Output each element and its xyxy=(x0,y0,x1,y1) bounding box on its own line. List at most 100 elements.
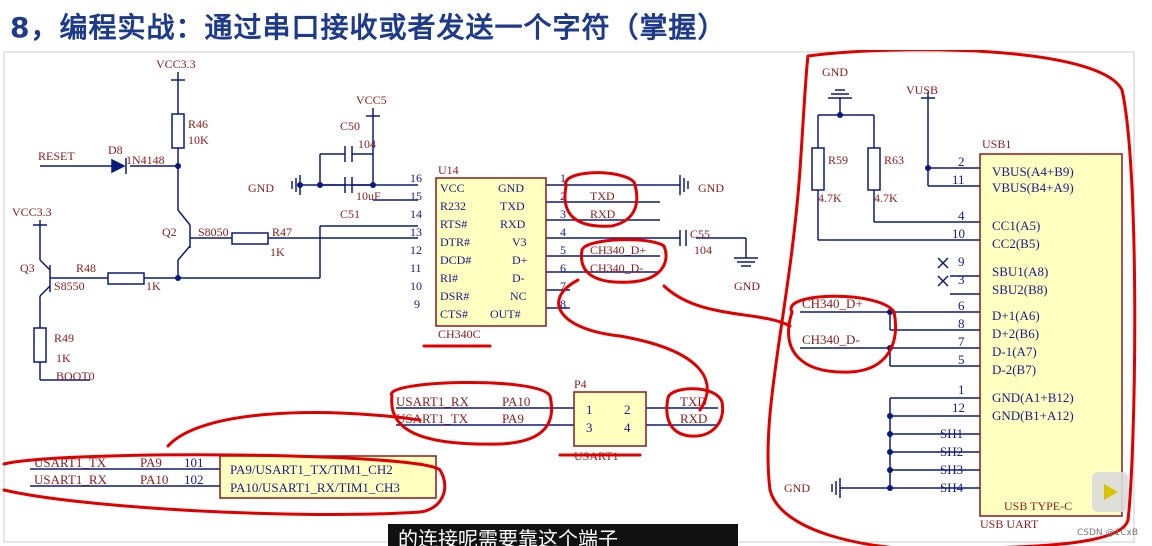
label-c50: C50 xyxy=(340,119,360,133)
annotation-p4-left xyxy=(390,380,554,446)
annotation-link2 xyxy=(662,284,792,328)
usb1-pin-name: VBUS(B4+A9) xyxy=(992,180,1074,195)
label-r47: R47 xyxy=(272,225,292,239)
label-q2: Q2 xyxy=(162,225,177,239)
label-q3: Q3 xyxy=(20,261,35,275)
power-vcc33-b: VCC3.3 xyxy=(12,205,52,219)
label-d8: D8 xyxy=(108,143,123,157)
p4-net-tx: USART1_TX xyxy=(396,411,469,426)
label-c50-val: 104 xyxy=(358,137,376,151)
usb1-pin-name: VBUS(A4+B9) xyxy=(992,164,1074,179)
p4-net-tx-pin: PA9 xyxy=(502,411,524,426)
label-r48: R48 xyxy=(76,261,96,275)
label-r49: R49 xyxy=(54,331,74,345)
p4-pin-4: 4 xyxy=(624,420,631,435)
usb1-net-dp: CH340_D+ xyxy=(802,296,863,311)
mcu-tx-func: PA9/USART1_TX/TIM1_CH2 xyxy=(230,462,393,477)
usb1-pin-name: D+2(B6) xyxy=(992,326,1039,341)
u14-body xyxy=(435,177,547,327)
mcu-pins: USART1_TX PA9 101 USART1_RX PA10 102 PA9… xyxy=(34,455,400,495)
r63-body xyxy=(867,147,881,191)
label-r63-val: 4.7K xyxy=(874,191,898,205)
p4-net-txd: TXD xyxy=(680,394,707,409)
u14-pin-name: NC xyxy=(510,289,527,303)
u14-name: CH340C xyxy=(438,327,481,341)
u14-pin-num: 1 xyxy=(560,171,566,185)
u14-pin-name: V3 xyxy=(512,235,527,249)
usb1-pin-name: SH3 xyxy=(940,462,963,477)
usb1-pin-num: 1 xyxy=(958,382,965,397)
p4-pin-1: 1 xyxy=(586,402,593,417)
r48-body xyxy=(107,272,145,285)
usb1-pins: 2 VBUS(A4+B9) 11 VBUS(B4+A9) 4 CC1(A5) 1… xyxy=(802,154,1074,495)
play-button[interactable] xyxy=(1092,472,1128,512)
annotation-txd-rxd xyxy=(563,171,639,228)
d8-symbol xyxy=(111,158,126,174)
r47-body xyxy=(231,232,269,245)
u14-pin-name: D+ xyxy=(512,253,528,267)
u14-pins: 16 VCC 15 R232 14 RTS# 13 DTR# 12 DCD# 1… xyxy=(410,171,646,321)
label-q2-val: S8050 xyxy=(198,225,229,239)
u14-pin-num: 16 xyxy=(410,171,422,185)
u14-pin-name: RI# xyxy=(440,271,458,285)
p4-ref: P4 xyxy=(574,377,587,391)
label-d8-val: 1N4148 xyxy=(126,153,165,167)
schematic-paper xyxy=(3,51,1135,543)
p4-net-rx-pin: PA10 xyxy=(502,394,530,409)
mcu-tx-port: PA9 xyxy=(140,455,162,470)
label-boot0: BOOT0 xyxy=(56,369,95,383)
usb1-ref: USB1 xyxy=(982,137,1011,151)
usb1-pin-name: CC1(A5) xyxy=(992,218,1040,233)
usb1-pin-num: 4 xyxy=(958,208,965,223)
usb1-pin-name: GND(A1+B12) xyxy=(992,390,1074,405)
power-gnd-left: GND xyxy=(248,181,274,195)
usb1-pin-name: SH2 xyxy=(940,444,963,459)
mcu-rx-num: 102 xyxy=(184,472,204,487)
power-vcc33-a: VCC3.3 xyxy=(156,57,196,71)
r49-body xyxy=(33,327,47,363)
video-subtitle: 的连接呢需要靠这个端子 xyxy=(388,524,738,546)
usb1-caption: USB UART xyxy=(980,517,1039,531)
play-icon xyxy=(1104,484,1118,500)
annotation-usb-d xyxy=(787,294,898,374)
u14-pin-name: TXD xyxy=(500,199,525,213)
p4-net-rxd: RXD xyxy=(680,411,707,426)
usb1-pin-name: SBU2(B8) xyxy=(992,282,1048,297)
usb1-body xyxy=(979,153,1123,517)
u14-pin-name: R232 xyxy=(440,199,466,213)
power-gnd-right: GND xyxy=(698,181,724,195)
mcu-rx-func: PA10/USART1_RX/TIM1_CH3 xyxy=(230,480,400,495)
u14-pin-num: 6 xyxy=(560,261,566,275)
usb1-pin-num: 2 xyxy=(958,154,965,169)
label-c50-val2: 10uF xyxy=(356,189,381,203)
p4-body xyxy=(573,391,647,447)
u14-pin-num: 12 xyxy=(410,243,422,257)
r59-body xyxy=(811,147,825,191)
power-gnd-top: GND xyxy=(822,65,848,79)
usb1-pin-name: D-2(B7) xyxy=(992,362,1036,377)
r46-body xyxy=(171,113,185,149)
annotations xyxy=(2,50,1137,546)
u14-pin-num: 2 xyxy=(560,189,566,203)
u14-pin-num: 13 xyxy=(410,225,422,239)
usb1-pin-name: GND(B1+A12) xyxy=(992,408,1074,423)
annotation-usb-frame xyxy=(766,50,1137,546)
usb1-type: USB TYPE-C xyxy=(1004,499,1072,513)
label-r46: R46 xyxy=(188,117,208,131)
page-title: 8，编程实战：通过串口接收或者发送一个字符（掌握） xyxy=(10,11,727,44)
power-gnd-c55: GND xyxy=(734,279,760,293)
u14-pin-name: D- xyxy=(512,271,525,285)
u14-pin-num: 5 xyxy=(560,243,566,257)
label-reset: RESET xyxy=(38,149,75,163)
label-r47-val: 1K xyxy=(270,245,285,259)
annotation-mcu xyxy=(2,453,447,517)
u14-pin-num: 15 xyxy=(410,189,422,203)
schematic: VCC3.3 VCC5 VCC3.3 GND VUSB R46 10K D8 1… xyxy=(2,50,1137,546)
mcu-body xyxy=(219,455,437,499)
u14-pin-num: 8 xyxy=(560,297,566,311)
usb1-pin-name: D+1(A6) xyxy=(992,308,1040,323)
usb1-pin-num: 8 xyxy=(958,316,965,331)
u14-pin-num: 3 xyxy=(560,207,566,221)
label-r59: R59 xyxy=(828,153,848,167)
usb1-pin-num: 11 xyxy=(952,172,965,187)
